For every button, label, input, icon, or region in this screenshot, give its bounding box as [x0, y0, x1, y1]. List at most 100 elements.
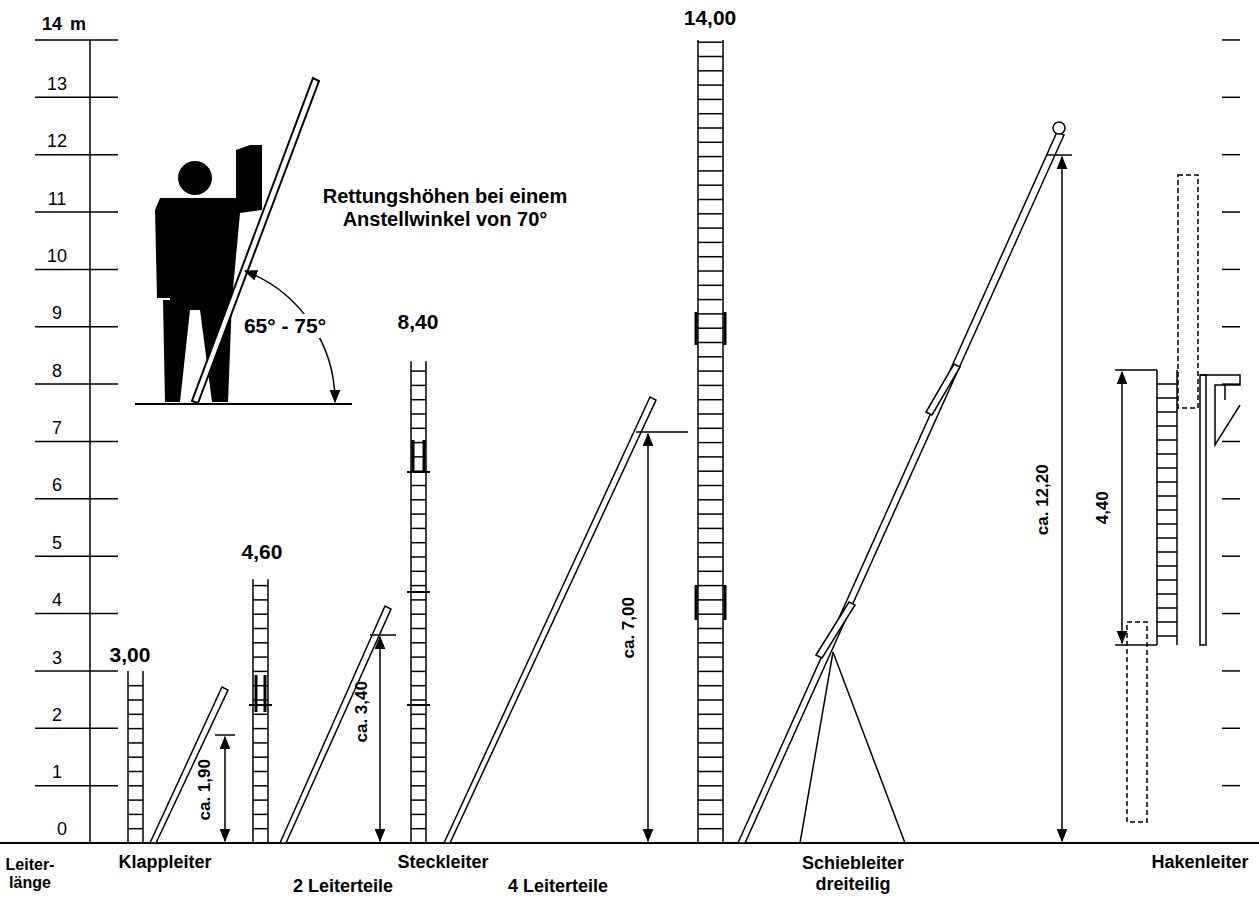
ladder-stroke [1157, 439, 1177, 441]
ladder-stroke [253, 771, 268, 773]
leaning-ladder [444, 397, 656, 843]
ladder-stroke [698, 485, 723, 487]
axis-number: 12 [47, 131, 67, 152]
ladder-stroke [253, 814, 268, 816]
ladder-stroke [724, 585, 727, 620]
ladder-stroke [698, 456, 723, 458]
ladder-stroke [698, 599, 723, 601]
ladder-stroke [698, 385, 723, 387]
ladder-stroke [253, 799, 268, 801]
axis-tick [35, 555, 118, 557]
axis-tick [35, 154, 118, 156]
axis-tick [1222, 154, 1240, 156]
ladder-stroke [249, 704, 272, 706]
ladder-stroke [255, 675, 258, 712]
ladder-stroke [411, 599, 426, 601]
ladder-stroke [128, 799, 143, 801]
ladder-stroke [411, 771, 426, 773]
ladder-stroke [722, 40, 724, 843]
dimension-label: ca. 7,00 [619, 597, 639, 658]
ladder-stroke [1157, 453, 1177, 455]
ladder-stroke [698, 199, 723, 201]
ladder-stroke [411, 728, 426, 730]
ladder-stroke [698, 828, 723, 830]
vertical-ladders [128, 40, 1177, 843]
diagram-title: Rettungshöhen bei einem Anstellwinkel vo… [295, 185, 595, 231]
axis-number: m [70, 14, 86, 35]
ladder-stroke [128, 828, 143, 830]
ladder-stroke [425, 361, 427, 843]
ladder-name: Klappleiter [118, 852, 211, 873]
ladder-name: Schiebleiter dreiteilig [788, 853, 918, 894]
dimension-label: 65° - 75° [242, 314, 328, 338]
axis-number: 4 [52, 590, 62, 611]
hook-ladder [1115, 175, 1240, 822]
axis-number: 10 [47, 246, 67, 267]
dimension-label: 3,00 [110, 643, 151, 667]
dimension-label: 14,00 [684, 6, 737, 30]
ladder-stroke [128, 785, 143, 787]
ground-line [135, 403, 352, 405]
axis-number: 3 [52, 648, 62, 669]
ladder-stroke [1157, 397, 1177, 399]
axis-tick [35, 39, 118, 41]
dimension-label: ca. 3,40 [352, 681, 372, 742]
ladder-stroke [698, 270, 723, 272]
axis-tick [35, 785, 118, 787]
ladder-stroke [698, 70, 723, 72]
ladder-stroke [407, 704, 430, 706]
axis-number: 6 [52, 475, 62, 496]
ladder-name: Leiter- länge [0, 856, 61, 893]
ladder-pole [192, 78, 319, 403]
ladder-stroke [698, 699, 723, 701]
ladder-stroke [411, 628, 426, 630]
ladder-stroke [128, 742, 143, 744]
dimension-label: 4,40 [1093, 491, 1113, 524]
ladder-stroke [695, 585, 698, 620]
ladder-stroke [1157, 425, 1177, 427]
axis-tick [35, 211, 118, 213]
ladder-stroke [411, 613, 426, 615]
axis-tick [35, 97, 118, 99]
axis-tick [35, 670, 118, 672]
axis-number: 14 [42, 14, 62, 35]
axis-tick [1222, 97, 1240, 99]
ladder-stroke [698, 714, 723, 716]
extension-ladder [738, 122, 1065, 843]
ladder-stroke [253, 628, 268, 630]
ladder-stroke [411, 799, 426, 801]
ladder-stroke [253, 828, 268, 830]
ladder-stroke [253, 599, 268, 601]
dimension-tick [636, 431, 688, 433]
ladder-stroke [698, 642, 723, 644]
dimension-line [1121, 372, 1123, 643]
ladder-stroke [695, 312, 698, 345]
ladder-stroke [253, 785, 268, 787]
ladder-stroke [698, 785, 723, 787]
ladder-stroke [698, 413, 723, 415]
ladder-stroke [724, 312, 727, 345]
ladder-stroke [411, 742, 426, 744]
ladder-stroke [697, 40, 699, 843]
ladder-stroke [1157, 579, 1177, 581]
leaning-ladder [150, 687, 228, 843]
ladder-stroke [1157, 593, 1177, 595]
ladder-stroke [411, 542, 426, 544]
axis-tick [35, 498, 118, 500]
axis-tick [35, 613, 118, 615]
ladder-stroke [698, 285, 723, 287]
ladder-stroke [411, 428, 426, 430]
ladder-stroke [1157, 621, 1177, 623]
ladder-stroke [253, 656, 268, 658]
ladder-stroke [128, 756, 143, 758]
ladder-stroke [698, 671, 723, 673]
ladder-stroke [412, 440, 415, 472]
ladder-stroke [698, 685, 723, 687]
dimension-line [379, 637, 381, 841]
ladder-stroke [411, 528, 426, 530]
dimension-label: ca. 12,20 [1032, 465, 1052, 536]
ladder-stroke [698, 256, 723, 258]
ladder-stroke [411, 556, 426, 558]
dimension-label: 4,60 [242, 540, 283, 564]
